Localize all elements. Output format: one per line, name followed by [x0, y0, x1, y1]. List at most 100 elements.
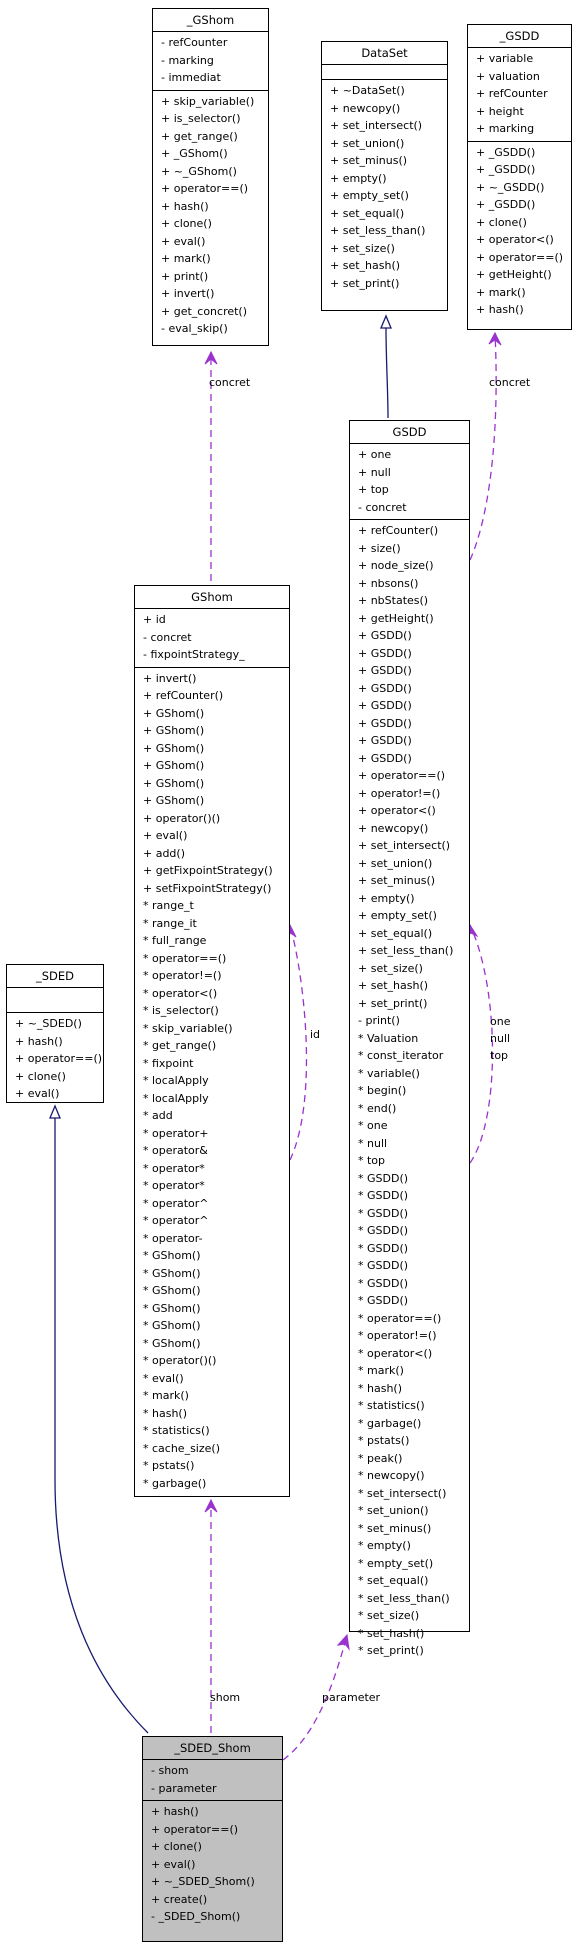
class-method: * begin() — [358, 1084, 407, 1097]
class-method: * mark() — [358, 1364, 404, 1377]
class-gshom[interactable]: GShom + id- concret- fixpointStrategy_ +… — [134, 585, 290, 1497]
class-method: + ~_GShom() — [161, 164, 237, 178]
class-method: * garbage() — [358, 1416, 422, 1430]
class-method: * GSDD() — [358, 1276, 409, 1290]
class-gsdd-attributes: + one+ null+ top- concret — [350, 444, 469, 520]
class-dataset-methods: + ~DataSet()+ newcopy()+ set_intersect()… — [322, 80, 447, 295]
class-method: + operator!=() — [358, 786, 441, 800]
class-method: + newcopy() — [358, 821, 429, 835]
class-gsdd-base-attributes: + variable+ valuation+ refCounter+ heigh… — [468, 48, 571, 142]
class-method: * set_print() — [358, 1644, 424, 1657]
edge-label-gshom-id: id — [310, 1028, 321, 1041]
class-method: * operator<() — [143, 986, 218, 1000]
class-gshom-base-attributes: - refCounter- marking- immediat — [153, 32, 268, 91]
inheritance-edge-sded — [54, 1118, 149, 1734]
class-method: * hash() — [143, 1406, 187, 1420]
class-sded-attributes — [7, 988, 103, 1013]
class-method: + GShom() — [143, 794, 205, 807]
edge-label-parameter: parameter — [322, 1691, 381, 1704]
class-method: + invert() — [143, 671, 197, 685]
class-method: * set_less_than() — [358, 1591, 450, 1605]
usage-edge-parameter — [282, 1634, 348, 1761]
usage-arrowhead-gsdd-concret — [488, 331, 502, 346]
class-method: + GSDD() — [358, 646, 412, 660]
class-method: * localApply — [143, 1074, 209, 1087]
class-gshom-base[interactable]: _GShom - refCounter- marking- immediat +… — [152, 8, 269, 346]
class-method: + getHeight() — [476, 268, 552, 281]
class-method: * operator==() — [143, 951, 227, 965]
class-method: + nbStates() — [358, 594, 429, 607]
class-method: * operator* — [143, 1179, 205, 1192]
class-method: + setFixpointStrategy() — [143, 881, 272, 895]
class-method: - _SDED_Shom() — [151, 1910, 241, 1923]
class-method: + operator==() — [358, 769, 446, 782]
class-method: + GSDD() — [358, 716, 412, 730]
class-gshom-base-methods: + skip_variable()+ is_selector()+ get_ra… — [153, 91, 268, 341]
class-method: * statistics() — [143, 1424, 210, 1437]
class-attribute: + marking — [476, 122, 535, 135]
class-method: + GSDD() — [358, 681, 412, 695]
class-sded-shom-attributes: - shom- parameter — [143, 1760, 282, 1801]
class-attribute: + id — [143, 613, 166, 626]
class-method: + hash() — [151, 1805, 199, 1818]
class-method: + newcopy() — [330, 101, 401, 115]
class-method: + get_range() — [161, 129, 238, 143]
class-method: * pstats() — [358, 1434, 410, 1447]
class-method: * GShom() — [143, 1336, 201, 1350]
class-method: + ~_SDED_Shom() — [151, 1875, 255, 1888]
class-method: + set_less_than() — [330, 224, 426, 237]
class-method: * mark() — [143, 1389, 189, 1402]
class-attribute: - shom — [151, 1764, 189, 1777]
class-method: + set_equal() — [330, 206, 405, 220]
class-method: * GShom() — [143, 1301, 201, 1315]
class-method: * localApply — [143, 1091, 209, 1105]
class-dataset-attributes — [322, 65, 447, 80]
class-method: + set_minus() — [330, 154, 408, 167]
class-method: + operator<() — [476, 233, 554, 246]
class-dataset[interactable]: DataSet + ~DataSet()+ newcopy()+ set_int… — [321, 41, 448, 311]
edge-label-shom: shom — [210, 1691, 241, 1704]
class-method: + operator==() — [161, 182, 249, 195]
class-method: * set_hash() — [358, 1626, 425, 1640]
class-sded[interactable]: _SDED + ~_SDED()+ hash()+ operator==()+ … — [6, 964, 104, 1103]
class-method: * GShom() — [143, 1249, 201, 1262]
edge-label-gsdd-concret: concret — [489, 376, 531, 389]
class-method: * operator()() — [143, 1354, 217, 1367]
class-method: + ~_GSDD() — [476, 180, 545, 194]
class-method: * newcopy() — [358, 1469, 425, 1482]
class-attribute: + null — [358, 465, 391, 479]
class-attribute: + top — [358, 483, 389, 496]
class-method: + hash() — [161, 199, 209, 213]
class-method: * empty() — [358, 1539, 411, 1552]
class-method: * is_selector() — [143, 1004, 219, 1017]
class-method: + _GSDD() — [476, 163, 536, 176]
class-method: * operator!=() — [358, 1329, 437, 1342]
class-method: * statistics() — [358, 1399, 425, 1412]
class-method: + _GSDD() — [476, 198, 536, 211]
usage-edge-gshom-id — [289, 924, 308, 1161]
class-method: + set_print() — [358, 996, 428, 1010]
class-method: * GSDD() — [358, 1189, 409, 1202]
class-method: * GShom() — [143, 1284, 201, 1297]
class-sded-shom-name: _SDED_Shom — [143, 1737, 282, 1760]
class-method: * set_union() — [358, 1504, 429, 1517]
class-method: + GShom() — [143, 724, 205, 737]
class-method: * operator^ — [143, 1214, 209, 1227]
class-method: * GSDD() — [358, 1224, 409, 1237]
class-gsdd[interactable]: GSDD + one+ null+ top- concret + refCoun… — [349, 420, 470, 1657]
inheritance-arrowhead-sded — [49, 1104, 61, 1119]
class-sded-shom[interactable]: _SDED_Shom - shom- parameter + hash()+ o… — [142, 1736, 283, 1942]
class-method: * cache_size() — [143, 1441, 220, 1455]
class-method: + invert() — [161, 287, 215, 300]
class-gsdd-base[interactable]: _GSDD + variable+ valuation+ refCounter+… — [467, 24, 572, 330]
class-attribute: + valuation — [476, 69, 540, 83]
class-method: * GShom() — [143, 1266, 201, 1280]
class-method: + eval() — [15, 1087, 60, 1100]
class-gsdd-methods: + refCounter()+ size()+ node_size()+ nbs… — [350, 520, 469, 1663]
class-method: + GSDD() — [358, 629, 412, 642]
class-sded-methods: + ~_SDED()+ hash()+ operator==()+ clone(… — [7, 1013, 103, 1106]
class-method: + eval() — [161, 234, 206, 248]
usage-edge-gsdd-concret — [469, 332, 497, 561]
class-method: + refCounter() — [143, 689, 224, 702]
class-method: * range_t — [143, 899, 194, 912]
